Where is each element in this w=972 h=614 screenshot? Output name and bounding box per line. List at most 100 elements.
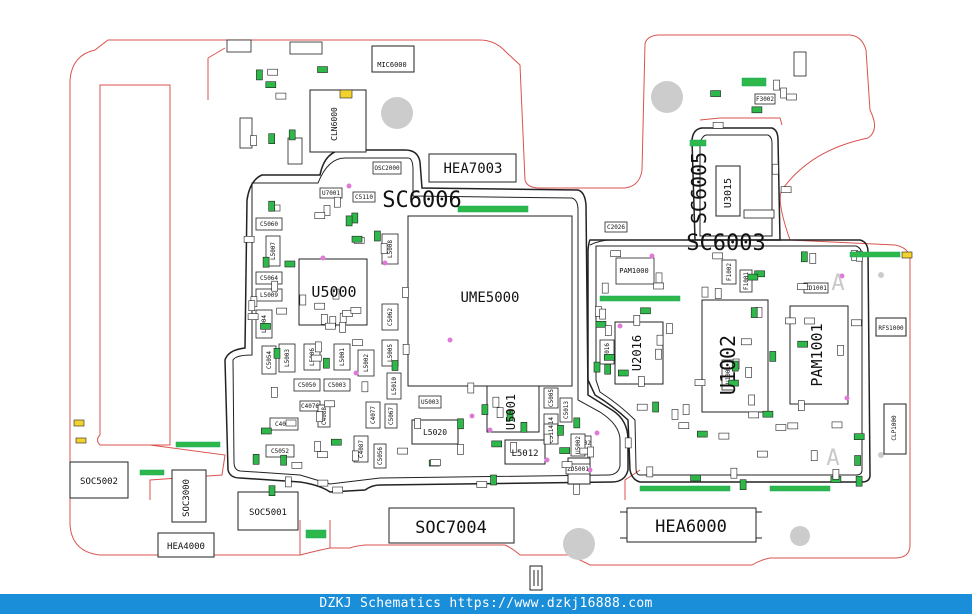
svg-text:C5062: C5062 — [387, 308, 394, 326]
label-ume5000: UME5000 — [460, 290, 519, 306]
component-f3002: F3002 — [754, 93, 776, 105]
component-l5007: L5007 — [265, 235, 281, 267]
component-c5064: C5064 — [255, 271, 283, 285]
svg-text:C5067: C5067 — [388, 407, 395, 425]
svg-text:C5056: C5056 — [377, 447, 384, 465]
label-pam1001: PAM1001 — [808, 323, 826, 386]
component-c4076: C4076 — [299, 400, 321, 412]
label-cln6000: CLN6000 — [330, 107, 339, 141]
board-outline — [69, 34, 911, 566]
footer-banner: DZKJ Schematics https://www.dzkj16888.co… — [0, 594, 972, 614]
label-clp1000: CLP1000 — [891, 415, 898, 441]
svg-text:L5008: L5008 — [387, 240, 394, 258]
label-sc6006: SC6006 — [382, 188, 461, 213]
label-l5020: L5020 — [423, 428, 447, 437]
svg-text:C4077: C4077 — [370, 406, 377, 424]
svg-text:C4076: C4076 — [301, 403, 319, 410]
label-hea7003: HEA7003 — [443, 161, 502, 177]
label-u5000: U5000 — [311, 283, 356, 301]
svg-text:C4084: C4084 — [275, 421, 293, 428]
component-c5054: C5054 — [261, 345, 277, 375]
label-sc6003: SC6003 — [686, 231, 765, 256]
label-hea4000: HEA4000 — [167, 542, 205, 552]
component-c5050: C5050 — [293, 378, 321, 392]
label-pam1000: PAM1000 — [619, 267, 649, 275]
svg-text:C5050: C5050 — [298, 382, 316, 389]
svg-text:C5003: C5003 — [328, 382, 346, 389]
component-c5067: C5067 — [384, 403, 398, 429]
svg-text:C5114: C5114 — [548, 425, 555, 443]
svg-text:C5005: C5005 — [548, 389, 555, 407]
svg-text:C5110: C5110 — [355, 194, 373, 201]
label-soc5001: SOC5001 — [249, 508, 287, 518]
area-letter-a-bottom: A — [826, 446, 839, 471]
svg-text:C5060: C5060 — [260, 221, 278, 228]
label-soc5002: SOC5002 — [80, 477, 118, 487]
svg-text:C5052: C5052 — [271, 448, 289, 455]
shield-outline-sc6005 — [691, 127, 781, 241]
component-c5062: C5062 — [381, 303, 399, 331]
component-c5052: C5052 — [265, 444, 295, 458]
svg-text:ZD5001: ZD5001 — [567, 466, 589, 473]
svg-text:C4088: C4088 — [321, 407, 328, 425]
svg-text:L5001: L5001 — [339, 348, 346, 366]
svg-text:L5002: L5002 — [363, 354, 370, 372]
label-soc7004: SOC7004 — [415, 518, 487, 538]
svg-text:C2026: C2026 — [607, 224, 625, 231]
svg-text:L2016: L2016 — [604, 343, 611, 361]
pcb-board-diagram: C5060L5007L5008C5064L5009L5004L5003L5006… — [69, 34, 913, 591]
label-sc6005: SC6005 — [687, 152, 711, 224]
component-l5005: L5005 — [381, 339, 399, 367]
svg-text:F3002: F3002 — [756, 96, 774, 103]
area-letter-a-top: A — [831, 271, 844, 296]
component-l5002: L5002 — [357, 349, 375, 377]
svg-text:L5010: L5010 — [391, 377, 398, 395]
svg-text:C5064: C5064 — [260, 275, 278, 282]
small-component-group: C5060L5007L5008C5064L5009L5004L5003L5006… — [73, 66, 913, 539]
svg-text:U5002: U5002 — [575, 436, 582, 454]
svg-text:U7001: U7001 — [322, 190, 340, 197]
component-c4077: C4077 — [365, 401, 381, 429]
shield-outline-sc6003 — [587, 239, 871, 483]
svg-text:F1002: F1002 — [726, 263, 733, 281]
label-l5012: L5012 — [511, 449, 538, 459]
svg-text:C4087: C4087 — [358, 440, 365, 458]
svg-text:F1001: F1001 — [743, 272, 750, 290]
label-rfs1000: RFS1000 — [878, 325, 904, 332]
svg-text:U5003: U5003 — [421, 399, 439, 406]
label-u1002: U1002 — [716, 335, 740, 395]
component-l5010: L5010 — [386, 372, 402, 400]
shield-outline-sc6006 — [224, 149, 629, 493]
label-soc3000: SOC3000 — [182, 479, 192, 517]
component-c5013: C5013 — [559, 397, 573, 423]
component-u5003: U5003 — [418, 395, 442, 409]
label-u3015: U3015 — [723, 178, 734, 208]
label-u5001: U5001 — [504, 394, 518, 430]
component-c5056: C5056 — [373, 443, 387, 469]
svg-text:L5003: L5003 — [284, 349, 291, 367]
label-hea6000: HEA6000 — [655, 517, 727, 537]
board-inner-outline — [97, 84, 171, 446]
label-mic6000: MIC6000 — [377, 61, 407, 69]
component-u7001: U7001 — [319, 187, 343, 199]
label-u2016: U2016 — [630, 335, 644, 371]
component-l5001: L5001 — [333, 343, 351, 371]
svg-text:L5009: L5009 — [260, 292, 278, 299]
svg-text:L5005: L5005 — [387, 344, 394, 362]
svg-text:OSC2000: OSC2000 — [374, 165, 400, 172]
component-f1001: F1001 — [739, 269, 753, 293]
component-l5009: L5009 — [255, 288, 283, 302]
svg-text:ZD1001: ZD1001 — [805, 285, 827, 292]
component-c5060: C5060 — [255, 217, 283, 231]
component-c5003: C5003 — [323, 378, 351, 392]
svg-text:C5054: C5054 — [266, 351, 273, 369]
pcb-layout-svg: C5060L5007L5008C5064L5009L5004L5003L5006… — [69, 34, 913, 591]
svg-text:L5007: L5007 — [270, 242, 277, 260]
component-f1002: F1002 — [721, 259, 737, 285]
svg-text:C5013: C5013 — [563, 401, 570, 419]
component-osc2000: OSC2000 — [372, 161, 402, 175]
component-c5005: C5005 — [543, 387, 559, 409]
component-c2026: C2026 — [604, 221, 628, 233]
component-c5110: C5110 — [352, 191, 376, 203]
component-l5003: L5003 — [278, 343, 296, 373]
